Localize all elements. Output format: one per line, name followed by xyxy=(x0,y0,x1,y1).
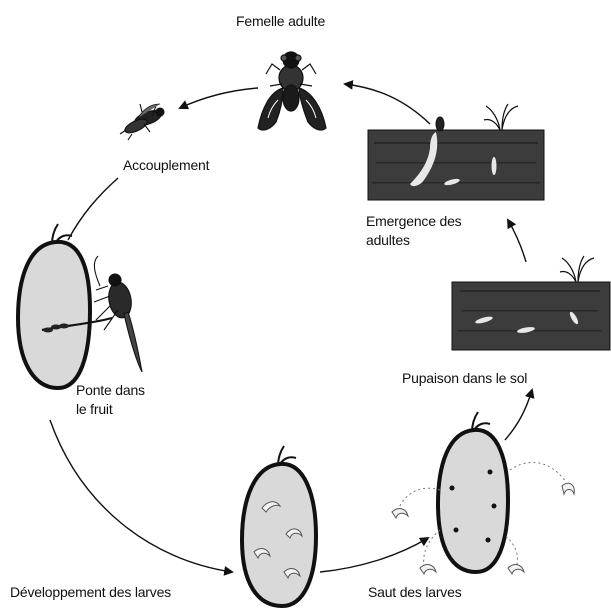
arrow-jump-to-pupation xyxy=(505,390,532,440)
soil-icon xyxy=(452,282,610,350)
emerging-fly-icon xyxy=(436,117,444,131)
soil-emergence-icon xyxy=(368,104,544,200)
soil-icon xyxy=(368,130,544,200)
arrow-development-to-jump xyxy=(320,538,428,572)
fly-female-icon xyxy=(258,52,326,130)
arrow-mating-to-laying xyxy=(68,178,118,240)
fruit-icon xyxy=(438,430,508,572)
fruit-jump-icon xyxy=(392,412,574,574)
fruit-icon xyxy=(18,242,90,388)
label-larvae-jump: Saut des larves xyxy=(368,584,462,601)
fruit-laying-icon xyxy=(18,224,142,388)
fruit-icon xyxy=(242,464,316,606)
arrow-emergence-to-female xyxy=(345,84,430,124)
arrow-female-to-mating xyxy=(180,88,258,108)
soil-pupation-icon xyxy=(452,256,610,350)
plant-icon xyxy=(560,256,594,282)
fruit-development-icon xyxy=(242,446,316,606)
label-pupation: Pupaison dans le sol xyxy=(402,370,527,387)
fly-mating-icon xyxy=(120,104,164,140)
label-mating: Accouplement xyxy=(123,157,209,174)
label-egg-laying-line1: Ponte dans xyxy=(76,382,145,399)
label-egg-laying-line2: le fruit xyxy=(76,401,113,418)
label-adult-female: Femelle adulte xyxy=(236,13,325,30)
label-emergence-line1: Emergence des xyxy=(366,213,461,230)
arrow-pupation-to-emergence xyxy=(508,220,526,262)
arrow-laying-to-development xyxy=(50,420,232,572)
label-emergence-line2: adultes xyxy=(366,232,410,249)
plant-icon xyxy=(484,104,518,130)
label-larval-development: Développement des larves xyxy=(10,584,171,601)
